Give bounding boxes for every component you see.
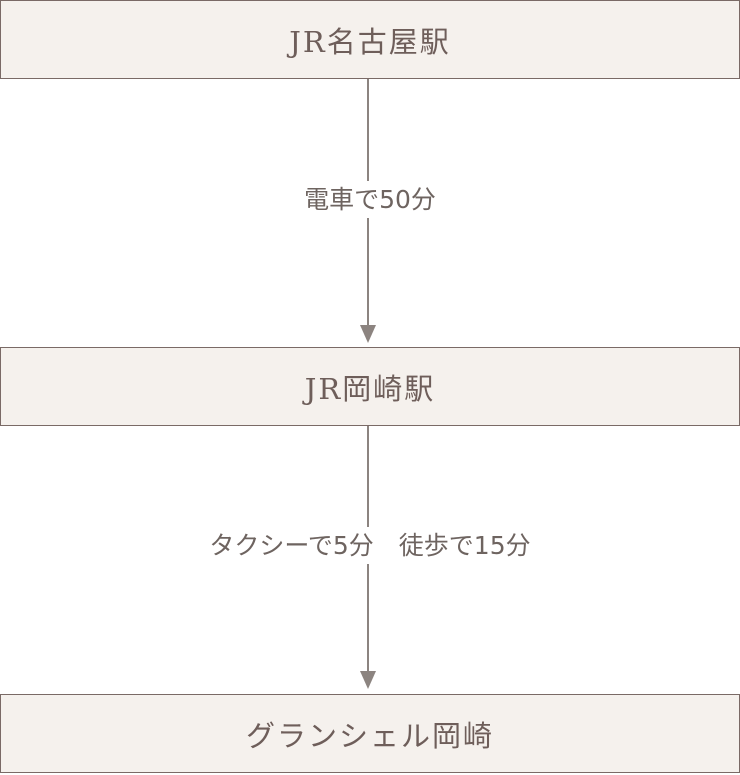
- step-box-grandshell-okazaki: グランシェル岡崎: [0, 694, 740, 773]
- step-box-nagoya: JR名古屋駅: [0, 0, 740, 79]
- transition-text: 電車で50分: [298, 181, 442, 218]
- transition-label-2: タクシーで5分 徒歩で15分: [0, 526, 740, 564]
- step-label: JR岡崎駅: [304, 371, 436, 406]
- step-box-okazaki-station: JR岡崎駅: [0, 347, 740, 426]
- arrow-head-icon: [360, 671, 376, 689]
- transition-text: タクシーで5分 徒歩で15分: [203, 527, 537, 564]
- step-label: JR名古屋駅: [289, 24, 451, 59]
- arrow-head-icon: [360, 325, 376, 343]
- step-label: グランシェル岡崎: [245, 718, 494, 753]
- transition-label-1: 電車で50分: [0, 180, 740, 218]
